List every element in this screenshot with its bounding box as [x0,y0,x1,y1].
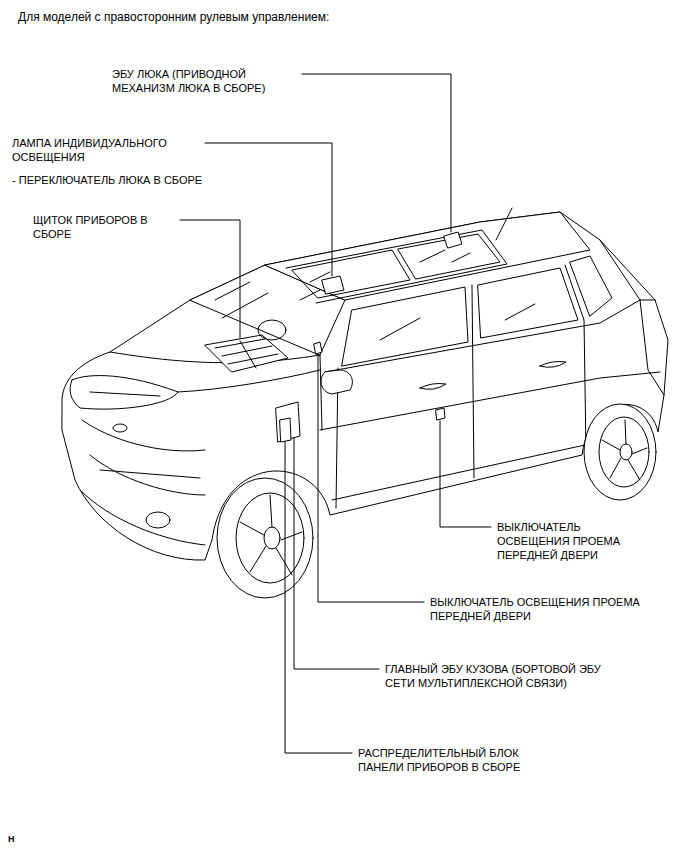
door-courtesy-switch [314,342,322,354]
window-reflection [380,304,535,340]
door-courtesy-switch [436,408,445,420]
quarter-window [570,256,612,316]
front-door-line [336,285,474,508]
leader-line [285,442,352,753]
side-mirror [321,370,352,394]
part-label: ЭБУ ЛЮКА (ПРИВОДНОЙ МЕХАНИЗМ ЛЮКА В СБОР… [112,67,292,95]
antenna [496,208,512,240]
sunroof-glass [292,250,410,298]
front-tire [217,478,313,598]
part-label: ВЫКЛЮЧАТЕЛЬ ОСВЕЩЕНИЯ ПРОЕМА ПЕРЕДНЕЙ ДВ… [497,520,637,562]
front-bumper-line [80,490,205,545]
rear-spokes [602,420,647,480]
part-label: ЩИТОК ПРИБОРОВ В СБОРЕ [33,213,168,241]
grille [82,420,205,495]
rear-rim [599,417,649,487]
main-body-ecu [276,402,300,442]
rear-tire [584,404,656,500]
steering-wheel [258,320,286,340]
leader-line [294,438,379,669]
belt-line [325,300,640,372]
instrument-panel-detail [215,339,278,368]
fog-lamp [146,512,170,528]
front-spokes [240,495,302,575]
rear-door-line [565,265,586,452]
sunroof-ecu [444,232,462,248]
headlight [70,376,178,410]
junction-block [280,418,291,442]
part-label: ВЫКЛЮЧАТЕЛЬ ОСВЕЩЕНИЯ ПРОЕМА ПЕРЕДНЕЙ ДВ… [430,595,665,623]
figure-code: H [8,832,38,846]
part-label: ГЛАВНЫЙ ЭБУ КУЗОВА (БОРТОВОЙ ЭБУ СЕТИ МУ… [385,662,620,690]
leader-line [180,220,240,338]
part-label: РАСПРЕДЕЛИТЕЛЬНЫЙ БЛОК ПАНЕЛИ ПРИБОРОВ В… [358,746,558,774]
heading: Для моделей с правосторонним рулевым упр… [18,10,329,25]
car-body [62,212,668,560]
leader-line [205,143,332,276]
personal-lamp [322,276,344,294]
leader-line [318,355,424,602]
leader-line [302,74,451,232]
sunroof-frame [286,230,507,303]
headlight [90,392,160,396]
leader-line [440,421,491,527]
door-handle [420,384,446,390]
rear-door-window [478,268,578,338]
windshield-reflection [215,282,320,318]
rear-hub [620,444,632,460]
instrument-panel [205,335,288,372]
sill-line [332,445,585,500]
part-label: - ПЕРЕКЛЮЧАТЕЛЬ ЛЮКА В СБОРЕ [12,173,272,187]
front-fender-line [178,370,320,392]
emblem [113,424,127,432]
part-label: ЛАМПА ИНДИВИДУАЛЬНОГО ОСВЕЩЕНИЯ [12,136,202,164]
door-handle [540,362,566,368]
